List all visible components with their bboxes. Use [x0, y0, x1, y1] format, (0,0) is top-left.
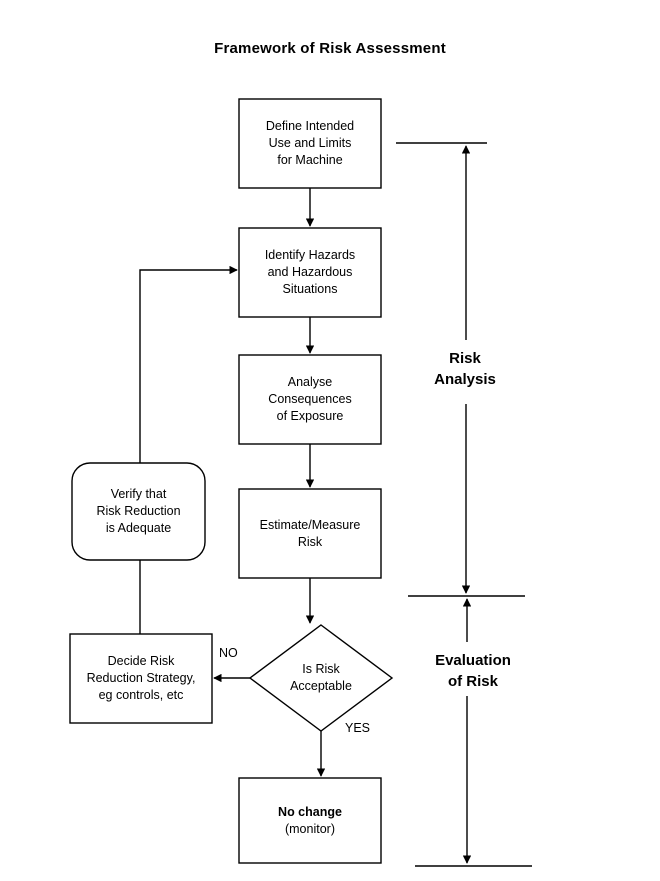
connector-verify-to-identify	[139, 265, 238, 463]
bracket-label-evaluation-of-risk: Evaluation of Risk	[408, 650, 538, 692]
page-title: Framework of Risk Assessment	[214, 40, 446, 57]
bracket-line: Risk	[449, 350, 481, 367]
node-box-estimate-measure-risk	[238, 488, 382, 579]
node-diamond-is-risk-acceptable	[248, 624, 394, 732]
node-box-verify-risk-reduction	[71, 462, 206, 561]
edge-label-no: NO	[219, 646, 238, 660]
node-box-analyse-consequences	[238, 354, 382, 445]
node-box-define-intended-use	[238, 98, 382, 189]
bracket-label-risk-analysis: Risk Analysis	[410, 348, 520, 390]
edge-label-yes: YES	[345, 721, 371, 735]
node-box-identify-hazards	[238, 227, 382, 318]
bracket-line: of Risk	[447, 673, 498, 690]
node-box-no-change-monitor	[238, 777, 382, 864]
node-box-decide-risk-reduction	[69, 633, 213, 724]
bracket-line: Analysis	[434, 371, 496, 388]
bracket-line: Evaluation	[435, 652, 511, 669]
